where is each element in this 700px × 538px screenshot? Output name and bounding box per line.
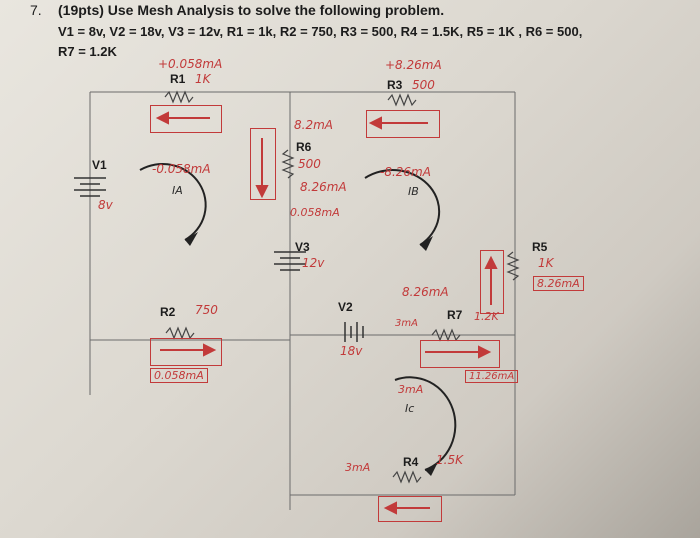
mesh-a-current: -0.058mA bbox=[152, 162, 211, 176]
r2-current-annotation: 0.058mA bbox=[150, 368, 208, 383]
r1-current-annotation: +0.058mA bbox=[158, 57, 223, 71]
mesh-b-current: -8.26mA bbox=[380, 165, 431, 179]
r4-left-annotation: 3mA bbox=[345, 461, 371, 474]
r7-value-annotation: 1.2K bbox=[474, 310, 499, 323]
v3-label: V3 bbox=[295, 240, 310, 254]
r6-current-bottom: 0.058mA bbox=[290, 206, 340, 219]
given-values-line2: R7 = 1.2K bbox=[58, 44, 117, 59]
r3-current-annotation: +8.26mA bbox=[385, 58, 442, 72]
v1-value-annotation: 8v bbox=[98, 198, 113, 212]
r1-label: R1 bbox=[170, 72, 186, 86]
mesh-b-label: IB bbox=[408, 185, 419, 198]
r6-label: R6 bbox=[296, 140, 312, 154]
r6-current-top: 8.2mA bbox=[294, 118, 333, 132]
r1-value-annotation: 1K bbox=[195, 72, 211, 86]
r2-arrow-box bbox=[150, 338, 222, 366]
r7-arrow-box bbox=[420, 340, 500, 368]
problem-header: (19pts) Use Mesh Analysis to solve the f… bbox=[58, 2, 445, 18]
r3-arrow-box bbox=[366, 110, 440, 138]
r7-current-annotation: 3mA bbox=[395, 318, 418, 329]
mesh-a-label: IA bbox=[172, 184, 183, 197]
r3-label: R3 bbox=[387, 78, 403, 92]
r6-current-mid: 8.26mA bbox=[300, 180, 347, 194]
mesh-c-current: 3mA bbox=[398, 383, 424, 396]
mesh-c-label: Ic bbox=[405, 402, 415, 415]
r5-label: R5 bbox=[532, 240, 548, 254]
given-values-line1: V1 = 8v, V2 = 18v, V3 = 12v, R1 = 1k, R2… bbox=[58, 24, 583, 39]
r1-arrow-box bbox=[150, 105, 222, 133]
r2-value-annotation: 750 bbox=[195, 303, 218, 317]
v2-value-annotation: 18v bbox=[340, 344, 363, 358]
v3-value-annotation: 12v bbox=[302, 256, 325, 270]
r2-label: R2 bbox=[160, 305, 176, 319]
problem-number: 7. bbox=[30, 2, 42, 18]
r5-current-annotation: 8.26mA bbox=[533, 276, 584, 291]
r4-arrow-box bbox=[378, 496, 442, 522]
r5-arrow-box bbox=[480, 250, 504, 314]
v1-label: V1 bbox=[92, 158, 107, 172]
r4-label: R4 bbox=[403, 455, 419, 469]
r7-box-annotation: 11.26mA bbox=[465, 370, 519, 383]
r6-arrow-box bbox=[250, 128, 276, 200]
r7-label: R7 bbox=[447, 308, 463, 322]
r6-value-annotation: 500 bbox=[298, 157, 321, 171]
r5-value-annotation: 1K bbox=[538, 256, 554, 270]
r3-value-annotation: 500 bbox=[412, 78, 435, 92]
r7-top-annotation: 8.26mA bbox=[402, 285, 449, 299]
r4-value-annotation: 1.5K bbox=[436, 453, 463, 467]
v2-label: V2 bbox=[338, 300, 353, 314]
